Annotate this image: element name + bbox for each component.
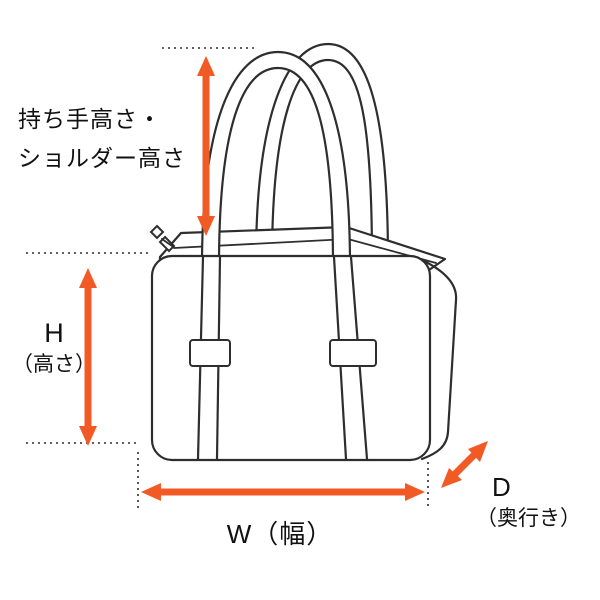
depth-label-name: （奥行き） [476, 507, 581, 530]
zipper-pull [149, 224, 165, 240]
handle-height-arrow [197, 56, 215, 236]
width-arrow [141, 483, 425, 501]
zipper-pull-cord [161, 238, 173, 247]
height-label-symbol: H [44, 318, 64, 348]
depth-label-symbol: D [492, 472, 511, 502]
left-strap-band [189, 339, 231, 367]
right-strap-band [329, 339, 377, 367]
handle-height-label-line2: ショルダー高さ [18, 145, 186, 171]
height-label-name: （高さ） [12, 353, 96, 376]
depth-arrow [441, 441, 488, 488]
height-label: H （高さ） [6, 316, 102, 380]
handle-height-label: 持ち手高さ・ ショルダー高さ [18, 100, 186, 178]
handle-height-label-line1: 持ち手高さ・ [18, 106, 162, 132]
height-arrow [79, 268, 97, 446]
depth-label: D （奥行き） [476, 470, 596, 534]
bag-front-panel [150, 254, 432, 462]
width-label: W（幅） [226, 519, 334, 549]
bag-side-gusset [420, 259, 458, 461]
